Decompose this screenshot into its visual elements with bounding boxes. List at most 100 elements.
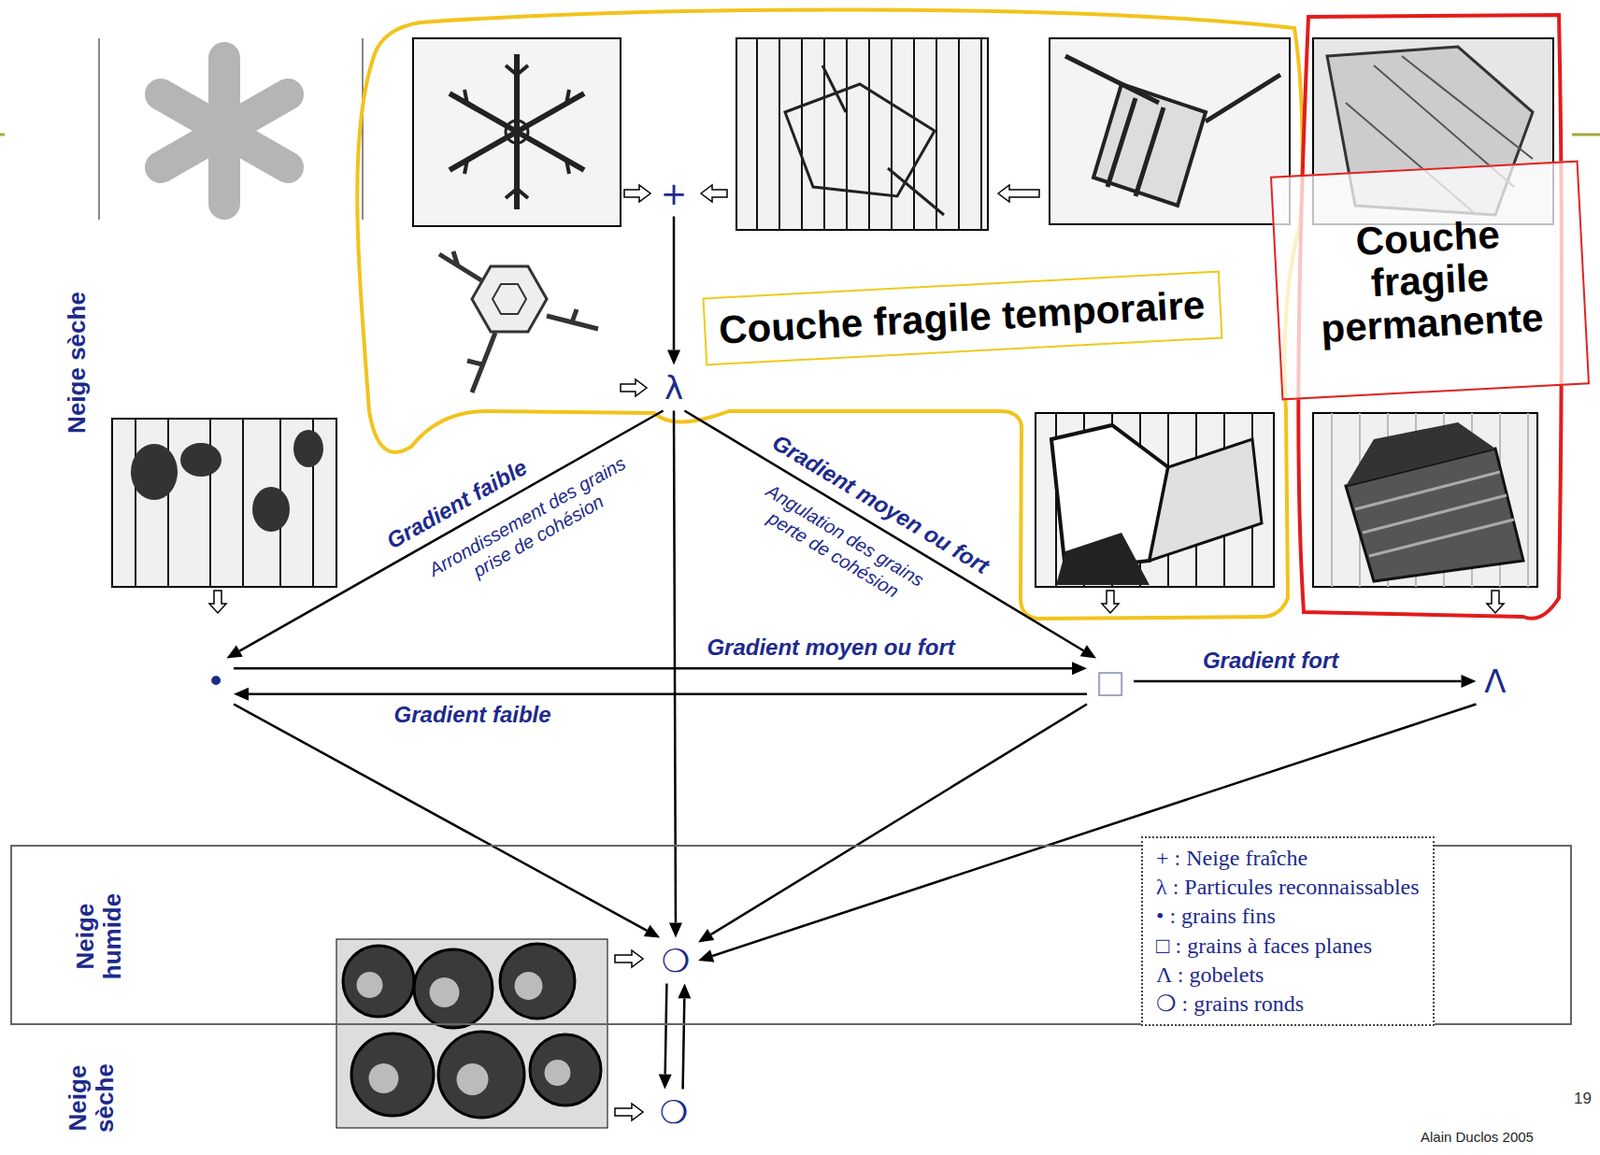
photo-frame — [1049, 38, 1290, 225]
crystal-shape — [785, 65, 944, 215]
connector-line — [665, 984, 668, 1075]
arrow-head — [698, 928, 715, 943]
connector-line — [672, 216, 676, 351]
grain-symbol: ❍ — [653, 938, 699, 985]
crystal-shape — [471, 266, 547, 332]
grain-highlight — [357, 971, 572, 1096]
connector — [233, 704, 660, 939]
crystal-shape — [196, 102, 253, 159]
node-text: Neige humide — [71, 885, 126, 988]
page-number: 19 — [1573, 1089, 1592, 1109]
crystal-shape — [492, 284, 527, 315]
arrow-head — [669, 922, 683, 938]
hollow-arrow — [700, 185, 728, 202]
grain-shape — [1345, 422, 1496, 486]
hollow-arrow — [209, 590, 227, 614]
grain-shape — [1149, 439, 1262, 561]
connector-line — [239, 411, 663, 652]
crystal-photo — [160, 57, 288, 204]
photo-frame — [1035, 413, 1274, 587]
legend-text: + : Neige fraîche — [1156, 845, 1308, 871]
arrow-head — [667, 350, 681, 366]
arrow-head — [698, 949, 715, 962]
photo-frame — [112, 418, 337, 587]
credit: Alain Duclos 2005 — [1420, 1128, 1534, 1145]
grain-shape — [130, 443, 178, 500]
edge-label: Gradient fort — [1200, 647, 1342, 675]
weak-layer-box: Couche fragile permanente — [1270, 160, 1590, 401]
edge-label: Gradient faible — [391, 700, 555, 729]
arrow-head — [1080, 644, 1097, 658]
crystal-photo — [336, 939, 608, 1129]
legend-text: ❍ : grains ronds — [1156, 991, 1304, 1016]
grain-shape — [180, 442, 222, 477]
hollow-arrow — [1101, 590, 1119, 614]
crystal-photo — [439, 251, 599, 393]
arrow-head — [1461, 674, 1477, 688]
connector-line — [1133, 680, 1462, 684]
crystal-shape — [160, 57, 288, 204]
grain-shape — [252, 486, 290, 532]
photo-frame — [1313, 413, 1538, 587]
photo-frame — [736, 38, 988, 230]
photo-frame — [413, 38, 621, 227]
legend-item: ❍ : grains ronds — [1156, 989, 1420, 1019]
grain-symbol: Λ — [1476, 658, 1515, 705]
photo-frame — [336, 939, 608, 1129]
arrow-head — [643, 925, 660, 939]
weak-layer-box: Couche fragile temporaire — [701, 270, 1223, 366]
connector-line — [684, 411, 1084, 652]
crystal-shape — [464, 65, 570, 199]
crystal-photo — [736, 38, 988, 230]
crystal-photo — [1313, 413, 1538, 587]
legend-text: □ : grains à faces planes — [1156, 933, 1372, 958]
node-text: Couche fragile permanente — [1305, 210, 1556, 350]
node-text: Couche fragile temporaire — [717, 282, 1208, 354]
connector-line — [683, 998, 686, 1089]
connector-line — [248, 692, 1087, 696]
connector — [233, 687, 1087, 701]
legend-item: Λ : gobelets — [1156, 960, 1420, 990]
legend-item: + : Neige fraîche — [1156, 843, 1420, 873]
crystal-photo — [1035, 413, 1274, 587]
connector-line — [233, 704, 647, 931]
grain-symbol: + — [652, 171, 696, 217]
grain-shape — [293, 429, 324, 468]
scale-bars — [1331, 413, 1529, 587]
arrow-head — [658, 1073, 672, 1089]
connector — [684, 411, 1097, 659]
node-text: ❍ — [658, 1093, 689, 1132]
node-text: + — [659, 174, 688, 214]
legend-item: • : grains fins — [1156, 901, 1420, 931]
frame-line — [99, 38, 363, 220]
grain-symbol: λ — [656, 365, 692, 412]
crystal-photo — [112, 418, 337, 587]
connector-line — [711, 704, 1087, 936]
scale-bars — [757, 38, 982, 230]
connector — [233, 661, 1087, 675]
legend-text: • : grains fins — [1156, 903, 1276, 929]
connector — [667, 216, 681, 366]
hollow-arrow — [624, 185, 651, 202]
legend-text: Λ : gobelets — [1156, 962, 1264, 987]
weak-layer-outline — [1299, 14, 1562, 619]
connector — [669, 411, 683, 939]
grain-symbol: ❍ — [651, 1089, 697, 1136]
side-label: Neige sèche — [63, 291, 91, 434]
node-text: ❍ — [660, 942, 691, 981]
arrow-head — [226, 645, 243, 659]
crystal-photo — [413, 38, 621, 227]
crystal-shape — [505, 120, 529, 143]
grain-symbol: • — [198, 658, 234, 705]
arrow-head — [1071, 661, 1087, 675]
grain-shape — [1355, 471, 1515, 557]
connector — [677, 984, 691, 1090]
crystal-shape — [1065, 56, 1281, 197]
grain-shape — [1056, 532, 1150, 586]
legend-box: + : Neige fraîcheλ : Particules reconnai… — [1141, 836, 1435, 1027]
hollow-arrow — [614, 950, 643, 968]
crystal-shape — [439, 251, 599, 393]
arrow-head — [233, 687, 249, 701]
node-text: Λ — [1484, 662, 1508, 701]
